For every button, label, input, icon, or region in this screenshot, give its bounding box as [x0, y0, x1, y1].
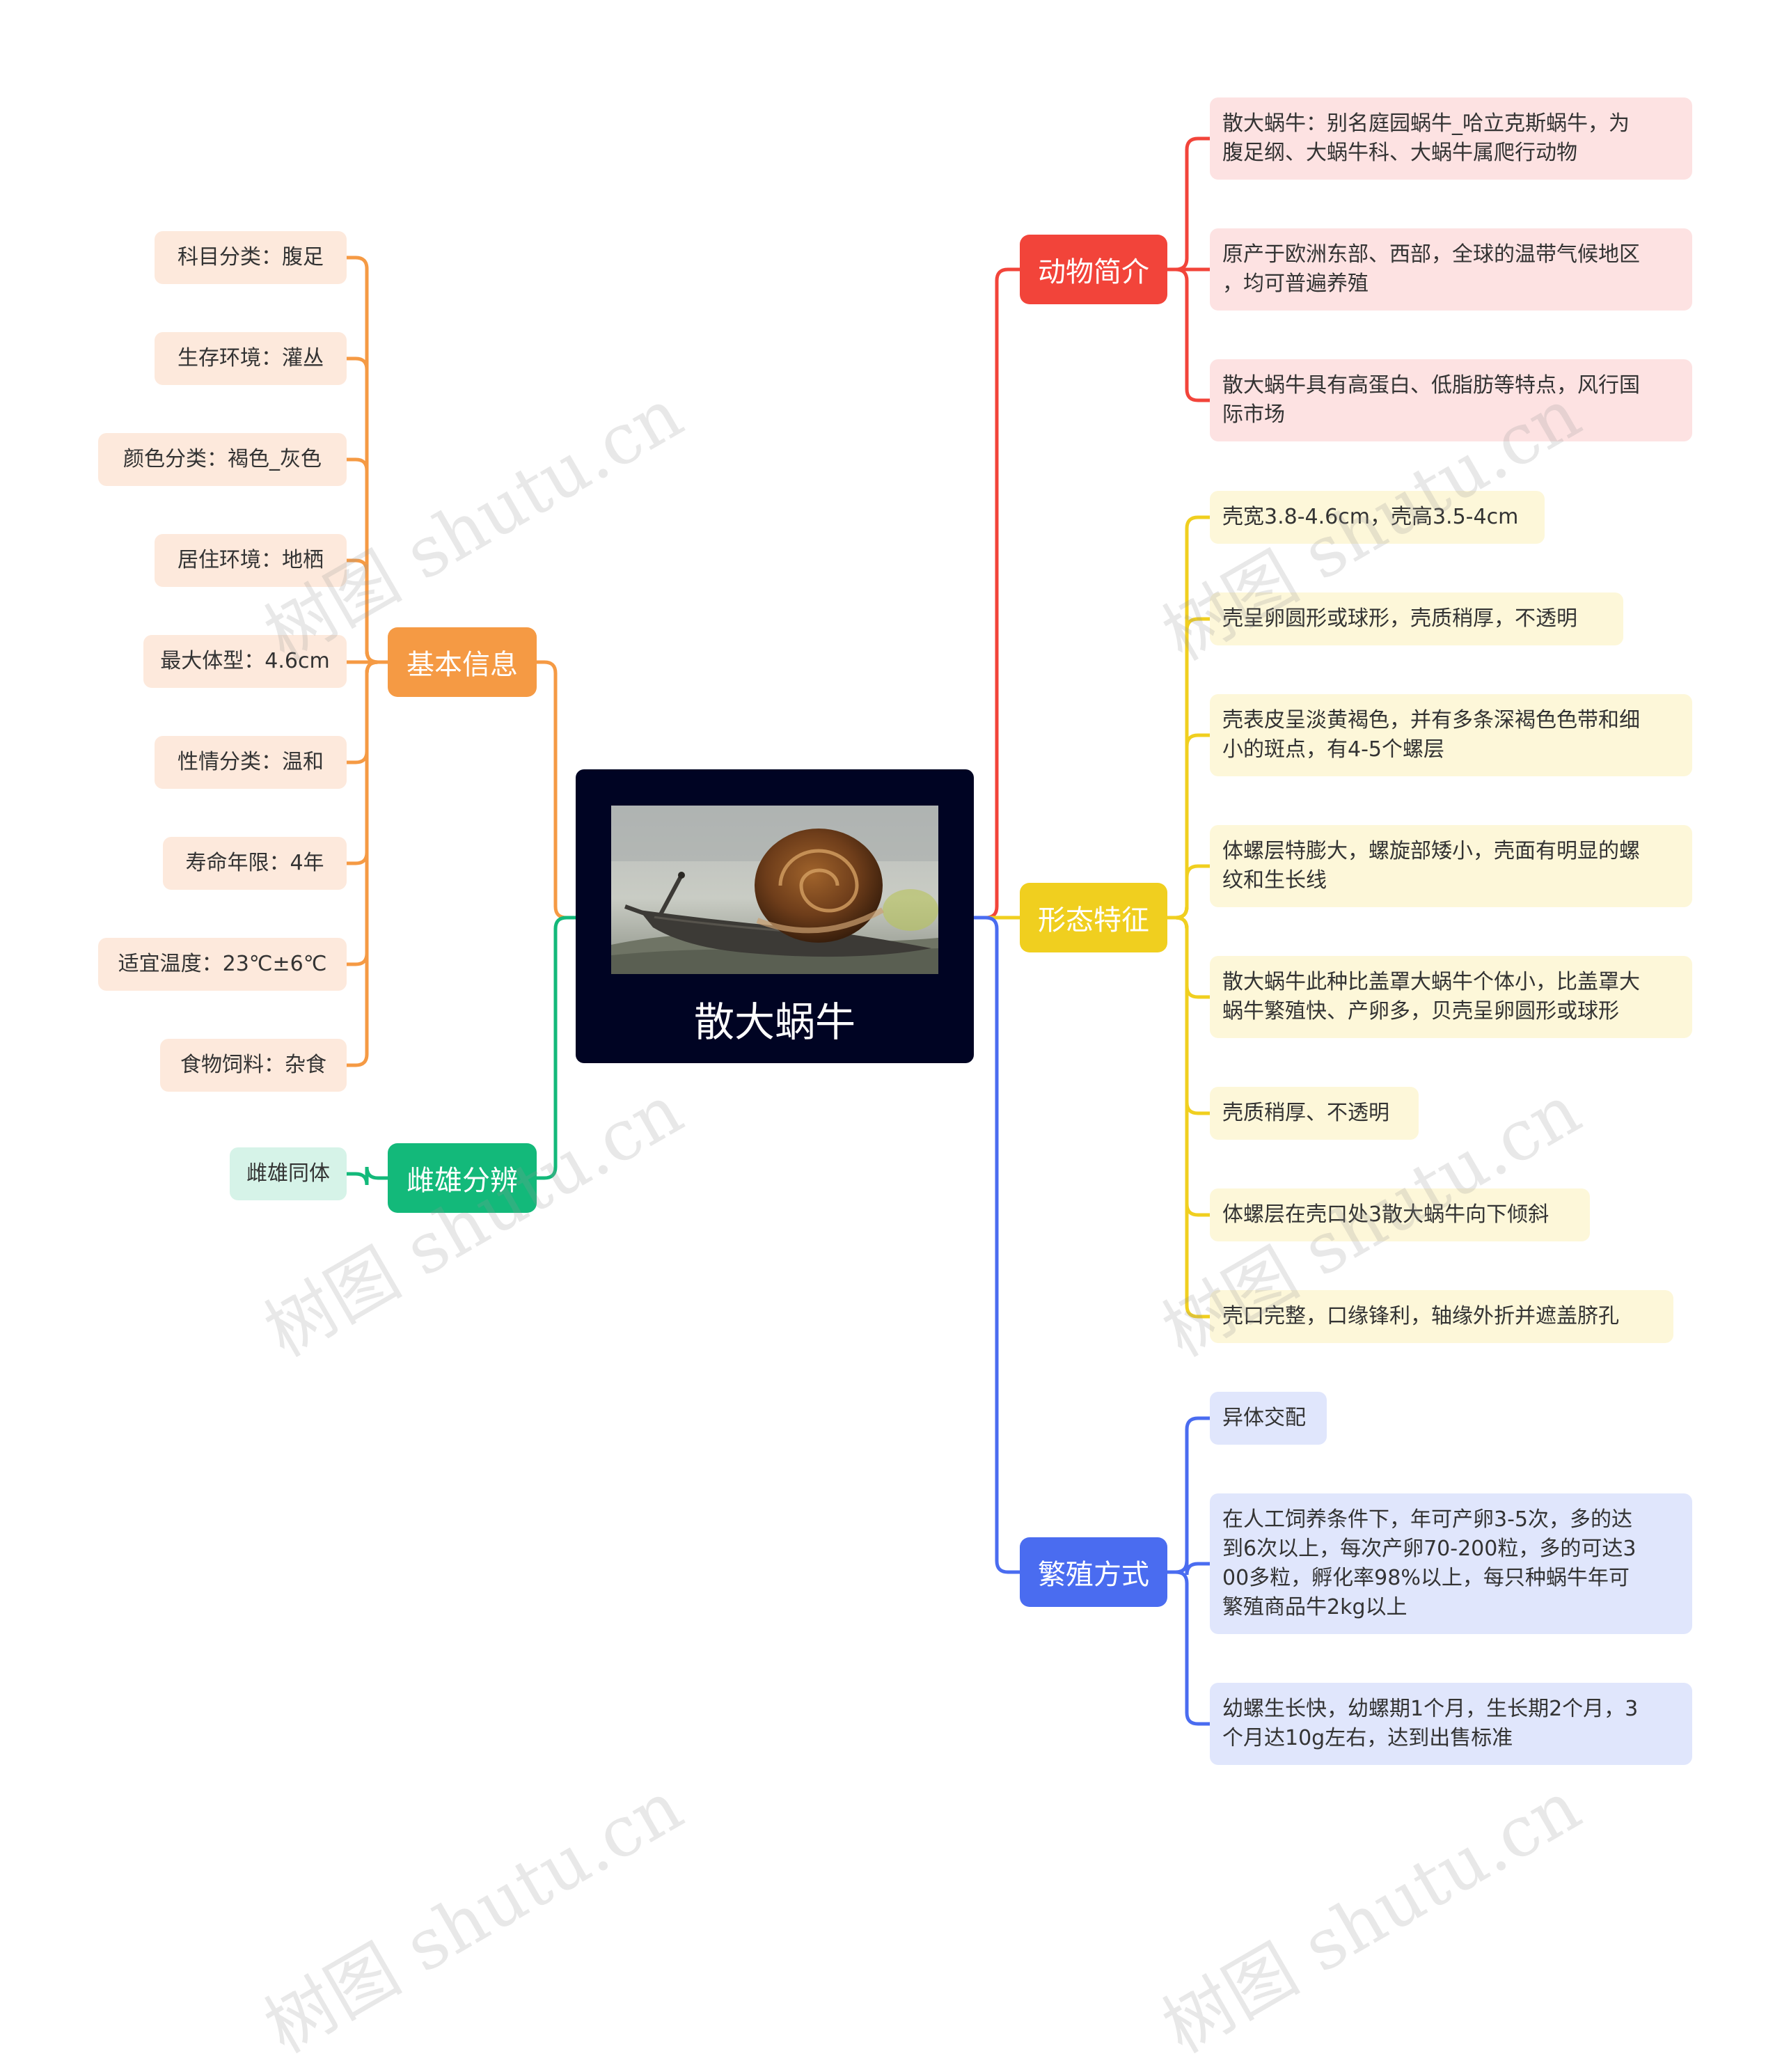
leaf-text: 体螺层特膨大，螺旋部矮小，壳面有明显的螺: [1222, 837, 1640, 866]
leaf-repro-2[interactable]: 在人工饲养条件下，年可产卵3-5次，多的达到6次以上，每次产卵70-200粒，多…: [1210, 1493, 1692, 1634]
branch-reproduction[interactable]: 繁殖方式: [1020, 1537, 1167, 1607]
leaf-text: 体螺层在壳口处3散大蜗牛向下倾斜: [1222, 1200, 1549, 1230]
leaf-sex-1[interactable]: 雌雄同体: [230, 1147, 347, 1200]
leaf-text: 00多粒，孵化率98%以上，每只种蜗牛年可: [1222, 1564, 1636, 1593]
leaf-text: 原产于欧洲东部、西部，全球的温带气候地区: [1222, 240, 1640, 269]
leaf-text: 壳宽3.8-4.6cm，壳高3.5-4cm: [1222, 503, 1518, 532]
leaf-text: 小的斑点，有4-5个螺层: [1222, 735, 1640, 764]
link-morph-leaf-4: [1167, 866, 1210, 918]
leaf-basic-2[interactable]: 生存环境：灌丛: [155, 332, 347, 385]
link-center-sex: [537, 918, 576, 1178]
leaf-text: ，均可普遍养殖: [1222, 269, 1640, 299]
central-title: 散大蜗牛: [694, 989, 855, 1048]
leaf-morph-2[interactable]: 壳呈卵圆形或球形，壳质稍厚，不透明: [1210, 592, 1623, 645]
leaf-intro-3[interactable]: 散大蜗牛具有高蛋白、低脂肪等特点，风行国际市场: [1210, 359, 1692, 441]
leaf-text: 腹足纲、大蜗牛科、大蜗牛属爬行动物: [1222, 139, 1630, 168]
leaf-basic-9[interactable]: 食物饲料：杂食: [160, 1039, 347, 1092]
leaf-text: 蜗牛繁殖快、产卵多，贝壳呈卵圆形或球形: [1222, 997, 1640, 1026]
central-topic[interactable]: 散大蜗牛: [576, 769, 974, 1063]
leaf-text: 散大蜗牛：别名庭园蜗牛_哈立克斯蜗牛，为: [1222, 109, 1630, 139]
leaf-basic-1[interactable]: 科目分类：腹足: [155, 231, 347, 284]
leaf-morph-4[interactable]: 体螺层特膨大，螺旋部矮小，壳面有明显的螺纹和生长线: [1210, 825, 1692, 907]
leaf-morph-1[interactable]: 壳宽3.8-4.6cm，壳高3.5-4cm: [1210, 491, 1545, 544]
leaf-text: 壳呈卵圆形或球形，壳质稍厚，不透明: [1222, 604, 1577, 634]
leaf-text: 壳表皮呈淡黄褐色，并有多条深褐色色带和细: [1222, 706, 1640, 735]
leaf-morph-8[interactable]: 壳口完整，口缘锋利，轴缘外折并遮盖脐孔: [1210, 1290, 1673, 1343]
link-intro-leaf-1: [1167, 139, 1210, 269]
link-intro-leaf-3: [1167, 269, 1210, 400]
leaf-basic-3[interactable]: 颜色分类：褐色_灰色: [98, 433, 347, 486]
link-center-intro: [974, 269, 1020, 918]
leaf-text: 异体交配: [1222, 1404, 1306, 1433]
leaf-text: 散大蜗牛此种比盖罩大蜗牛个体小，比盖罩大: [1222, 968, 1640, 997]
leaf-text: 壳口完整，口缘锋利，轴缘外折并遮盖脐孔: [1222, 1302, 1619, 1331]
branch-intro[interactable]: 动物简介: [1020, 235, 1167, 304]
leaf-text: 纹和生长线: [1222, 866, 1640, 895]
leaf-basic-6[interactable]: 性情分类：温和: [155, 736, 347, 789]
leaf-text: 繁殖商品牛2kg以上: [1222, 1593, 1636, 1622]
leaf-text: 个月达10g左右，达到出售标准: [1222, 1724, 1638, 1753]
leaf-text: 散大蜗牛具有高蛋白、低脂肪等特点，风行国: [1222, 371, 1640, 400]
leaf-text: 到6次以上，每次产卵70-200粒，多的可达3: [1222, 1535, 1636, 1564]
link-morph-leaf-8: [1167, 918, 1210, 1317]
link-repro-leaf-3: [1167, 1572, 1210, 1724]
link-sex-leaf-1: [347, 1167, 388, 1185]
link-repro-leaf-1: [1167, 1418, 1210, 1572]
branch-basic-info[interactable]: 基本信息: [388, 627, 537, 697]
link-center-basic: [537, 662, 576, 918]
leaf-morph-5[interactable]: 散大蜗牛此种比盖罩大蜗牛个体小，比盖罩大蜗牛繁殖快、产卵多，贝壳呈卵圆形或球形: [1210, 956, 1692, 1038]
leaf-basic-8[interactable]: 适宜温度：23℃±6℃: [98, 938, 347, 991]
leaf-intro-1[interactable]: 散大蜗牛：别名庭园蜗牛_哈立克斯蜗牛，为腹足纲、大蜗牛科、大蜗牛属爬行动物: [1210, 97, 1692, 180]
link-center-repro: [974, 918, 1020, 1572]
leaf-basic-5[interactable]: 最大体型：4.6cm: [143, 635, 347, 688]
leaf-morph-6[interactable]: 壳质稍厚、不透明: [1210, 1087, 1419, 1140]
snail-photo-icon: [611, 806, 938, 974]
leaf-text: 壳质稍厚、不透明: [1222, 1099, 1389, 1128]
link-basic-leaf-4: [347, 560, 388, 662]
leaf-morph-7[interactable]: 体螺层在壳口处3散大蜗牛向下倾斜: [1210, 1188, 1590, 1241]
branch-sex[interactable]: 雌雄分辨: [388, 1143, 537, 1213]
leaf-basic-7[interactable]: 寿命年限：4年: [163, 837, 347, 890]
leaf-text: 在人工饲养条件下，年可产卵3-5次，多的达: [1222, 1505, 1636, 1535]
leaf-intro-2[interactable]: 原产于欧洲东部、西部，全球的温带气候地区，均可普遍养殖: [1210, 228, 1692, 311]
leaf-morph-3[interactable]: 壳表皮呈淡黄褐色，并有多条深褐色色带和细小的斑点，有4-5个螺层: [1210, 694, 1692, 776]
leaf-text: 际市场: [1222, 400, 1640, 430]
leaf-repro-1[interactable]: 异体交配: [1210, 1392, 1327, 1445]
leaf-basic-4[interactable]: 居住环境：地栖: [155, 534, 347, 587]
leaf-text: 幼螺生长快，幼螺期1个月，生长期2个月，3: [1222, 1695, 1638, 1724]
branch-morphology[interactable]: 形态特征: [1020, 883, 1167, 952]
